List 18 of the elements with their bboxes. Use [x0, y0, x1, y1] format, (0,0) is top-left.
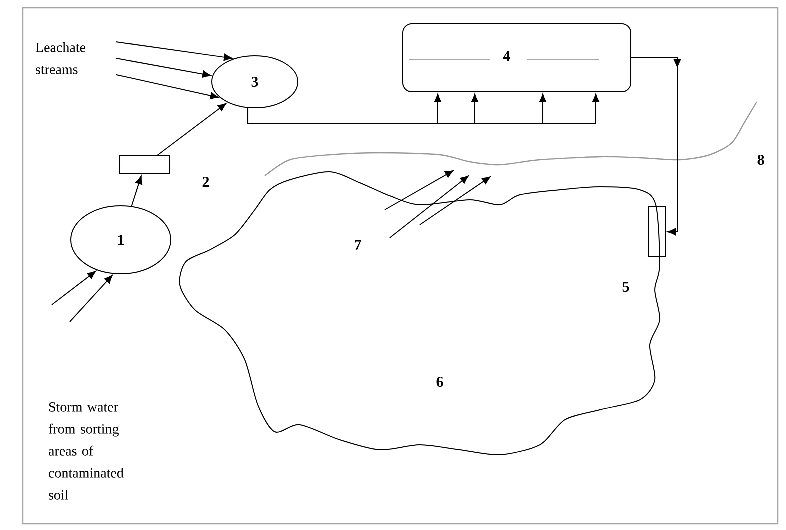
callout-number: 8	[758, 154, 764, 166]
callout-number: 2	[202, 177, 210, 187]
treatment-box: 4	[402, 24, 632, 92]
callout-number: 7	[355, 240, 362, 250]
arrow	[116, 74, 220, 100]
arrow	[248, 94, 600, 124]
arrow	[157, 103, 227, 156]
filter-box	[120, 156, 170, 174]
arrow	[131, 176, 143, 207]
outlet-box	[648, 206, 666, 258]
source-text: Leachate streams	[36, 42, 86, 74]
arrow	[116, 58, 212, 78]
caption-text: Storm water from sorting areas of contaminated soil	[48, 402, 124, 500]
arrow	[52, 271, 96, 306]
callout-number: 5	[622, 282, 630, 292]
arrow	[70, 275, 113, 322]
arrow	[631, 58, 678, 236]
arrow	[116, 42, 233, 61]
